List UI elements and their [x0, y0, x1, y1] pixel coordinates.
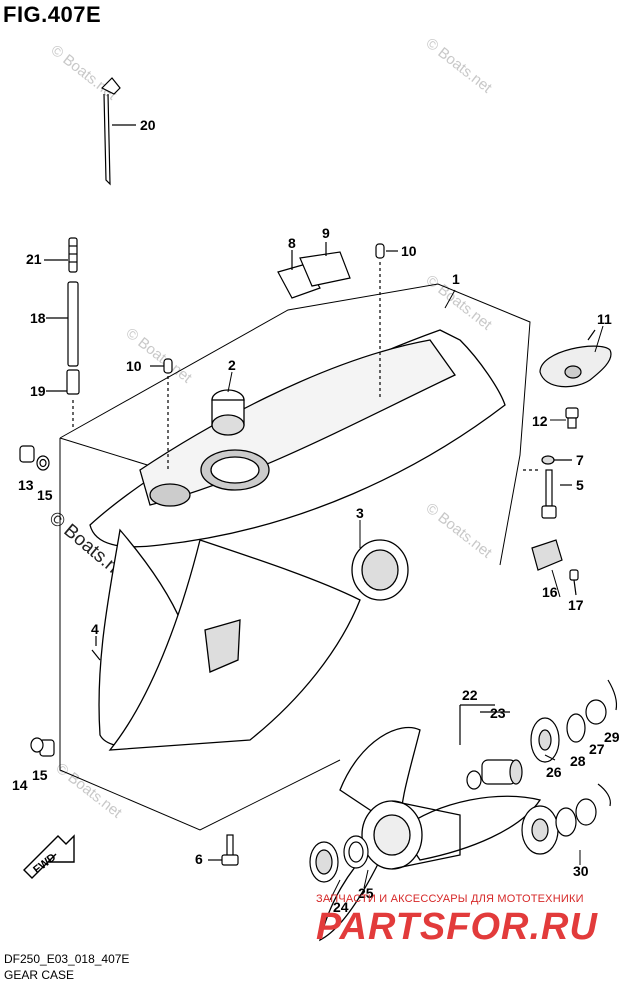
part-anode: [539, 329, 612, 388]
callout-label: 17: [568, 597, 584, 613]
fwd-arrow: FWD: [23, 834, 75, 879]
callout-label: 23: [490, 705, 506, 721]
callout-label: 4: [91, 621, 99, 637]
part-nut-group: [459, 679, 618, 855]
callout-label: 14: [12, 777, 28, 793]
callout-label: 28: [570, 753, 586, 769]
part-stud-assembly: [44, 237, 80, 428]
figure-code: DF250_E03_018_407E: [4, 952, 130, 966]
callout-label: 9: [322, 225, 330, 241]
gear-case-body: [89, 329, 506, 751]
part-propeller: [319, 726, 542, 942]
figure-title: FIG.407E: [3, 2, 102, 27]
watermark: © Boats.net: [123, 325, 196, 387]
callout-label: 18: [30, 310, 46, 326]
callout-label: 5: [576, 477, 584, 493]
part-cable-tie: [100, 77, 136, 186]
callout-label: 21: [26, 251, 42, 267]
callout-label: 8: [288, 235, 296, 251]
brand-logo: PARTSFOR.RU: [316, 906, 598, 948]
part-plates: [277, 242, 351, 299]
callout-label: 10: [126, 358, 142, 374]
callout-label: 29: [604, 729, 620, 745]
callout-label: 15: [32, 767, 48, 783]
callout-label: 6: [195, 851, 203, 867]
watermark: © Boats.net: [423, 500, 496, 562]
callout-label: 20: [140, 117, 156, 133]
callout-label: 16: [542, 584, 558, 600]
part-bolts: [520, 407, 579, 519]
callout-label: 10: [401, 243, 417, 259]
figure-name: GEAR CASE: [4, 968, 75, 982]
callout-label: 30: [573, 863, 589, 879]
part-bolt-6: [208, 834, 239, 866]
callout-label: 26: [546, 764, 562, 780]
part-dowel-pins: [150, 243, 398, 470]
callout-label: 27: [589, 741, 605, 757]
brand-tagline: ЗАПЧАСТИ И АКСЕССУАРЫ ДЛЯ МОТОТЕХНИКИ: [316, 893, 584, 905]
part-pin: [91, 636, 101, 661]
part-clip: [531, 539, 579, 596]
part-spacers: [309, 835, 369, 883]
callout-label: 25: [358, 885, 374, 901]
callout-label: 12: [532, 413, 548, 429]
callout-label: 3: [356, 505, 364, 521]
leader-lines: [227, 289, 604, 901]
callout-labels: 1 2 3 4 5 6 7 8 9 10 10 11 12 13 14 15 1…: [12, 117, 620, 915]
callout-label: 24: [333, 899, 349, 915]
callout-label: 19: [30, 383, 46, 399]
callout-label: 2: [228, 357, 236, 373]
watermark: © Boats.net: [48, 42, 121, 104]
callout-label: 22: [462, 687, 478, 703]
part-drain-plug: [19, 445, 55, 757]
callout-label: 13: [18, 477, 34, 493]
watermark: © Boats.net: [423, 35, 496, 97]
callout-label: 11: [597, 311, 612, 327]
callout-label: 1: [452, 271, 460, 287]
callout-label: 15: [37, 487, 53, 503]
watermark: © Boats.net: [53, 760, 126, 822]
callout-label: 7: [576, 452, 584, 468]
